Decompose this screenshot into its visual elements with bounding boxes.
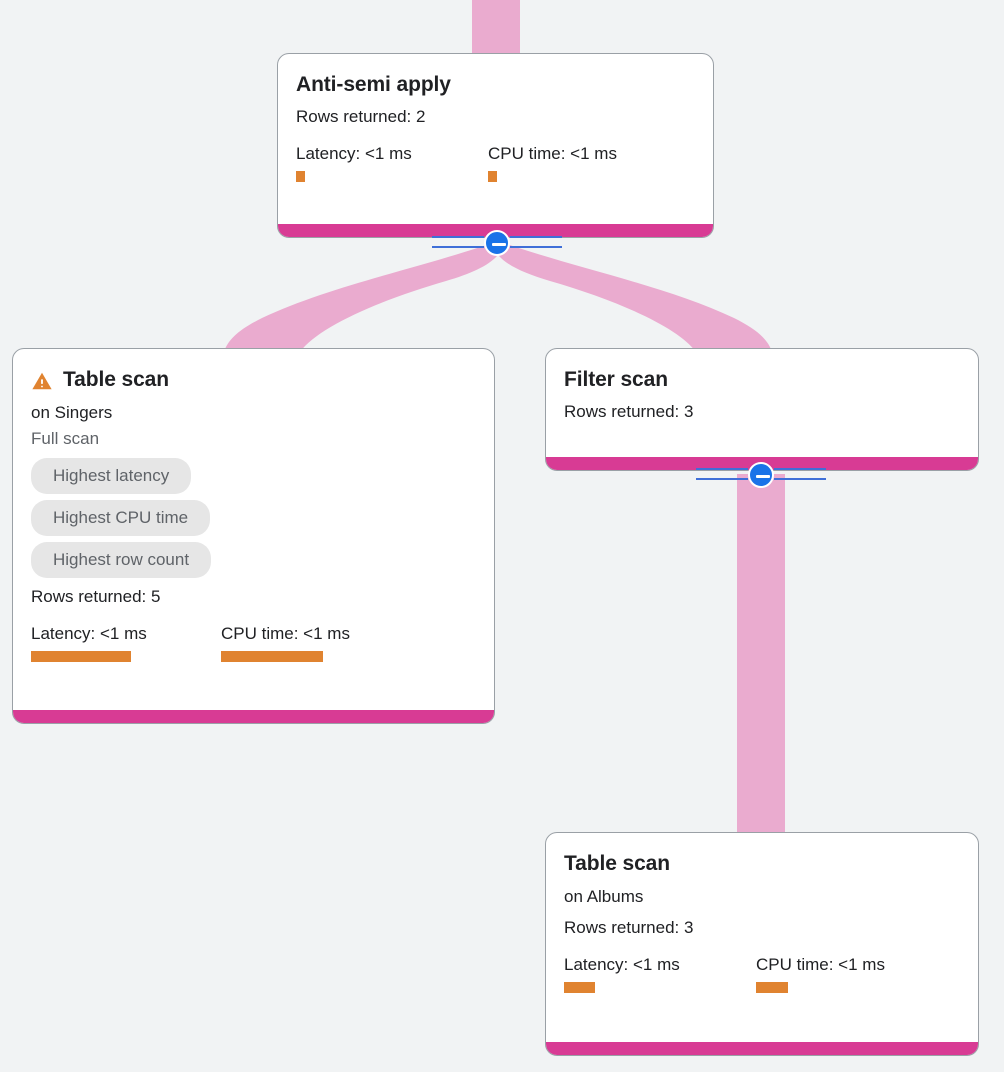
metric-cpu-time-label: CPU time: <1 ms xyxy=(488,144,617,163)
edge-root-to-table-scan-singers xyxy=(224,244,497,352)
node-title-row: Table scan xyxy=(31,367,476,393)
node-title: Table scan xyxy=(564,852,670,875)
edge-filter-scan-to-table-scan-albums xyxy=(737,474,785,836)
node-title-row: Filter scan xyxy=(564,367,960,393)
metric-latency-label: Latency: <1 ms xyxy=(564,955,680,974)
chip-highest-row-count[interactable]: Highest row count xyxy=(31,542,212,578)
node-metrics: Latency: <1 ms CPU time: <1 ms xyxy=(564,954,960,993)
node-body: Table scan on Singers Full scan Highest … xyxy=(13,349,494,710)
node-metrics: Latency: <1 ms CPU time: <1 ms xyxy=(31,623,476,662)
minus-circle-icon[interactable] xyxy=(484,230,510,256)
node-chip-list: Highest latency Highest CPU time Highest… xyxy=(31,458,476,578)
node-title-row: Table scan xyxy=(564,851,960,877)
node-rows-returned: Rows returned: 5 xyxy=(31,587,161,606)
metric-latency: Latency: <1 ms xyxy=(296,143,488,182)
node-metrics: Latency: <1 ms CPU time: <1 ms xyxy=(296,143,695,182)
plan-node-table-scan-singers[interactable]: Table scan on Singers Full scan Highest … xyxy=(12,348,495,724)
metric-cpu-time: CPU time: <1 ms xyxy=(221,623,350,662)
metric-cpu-time-bar xyxy=(221,651,323,662)
node-title: Table scan xyxy=(63,368,169,391)
node-rows-returned: Rows returned: 3 xyxy=(564,918,694,937)
plan-node-table-scan-albums[interactable]: Table scan on Albums Rows returned: 3 La… xyxy=(545,832,979,1056)
metric-latency: Latency: <1 ms xyxy=(31,623,221,662)
toggle-wing-left-icon xyxy=(696,465,748,485)
toggle-wing-left-icon xyxy=(432,233,484,253)
metric-cpu-time: CPU time: <1 ms xyxy=(488,143,617,182)
collapse-toggle-filter-scan[interactable] xyxy=(696,462,826,488)
plan-node-anti-semi-apply[interactable]: Anti-semi apply Rows returned: 2 Latency… xyxy=(277,53,714,238)
toggle-wing-right-icon xyxy=(510,233,562,253)
node-body: Table scan on Albums Rows returned: 3 La… xyxy=(546,833,978,1042)
node-subtitle: on Albums xyxy=(564,887,644,906)
warning-icon xyxy=(31,370,53,392)
metric-cpu-time-label: CPU time: <1 ms xyxy=(221,624,350,643)
metric-latency-bar xyxy=(296,171,305,182)
collapse-toggle-anti-semi-apply[interactable] xyxy=(432,230,562,256)
plan-node-filter-scan[interactable]: Filter scan Rows returned: 3 xyxy=(545,348,979,471)
node-body: Filter scan Rows returned: 3 xyxy=(546,349,978,457)
node-title: Filter scan xyxy=(564,368,668,391)
metric-cpu-time-bar xyxy=(488,171,497,182)
node-subtitle: on Singers xyxy=(31,403,113,422)
node-scan-type: Full scan xyxy=(31,429,100,448)
node-rows-returned: Rows returned: 3 xyxy=(564,402,694,421)
edge-root-to-filter-scan xyxy=(499,244,772,352)
metric-cpu-time-label: CPU time: <1 ms xyxy=(756,955,885,974)
metric-cpu-time: CPU time: <1 ms xyxy=(756,954,885,993)
node-rows-returned: Rows returned: 2 xyxy=(296,107,426,126)
metric-latency-label: Latency: <1 ms xyxy=(296,144,412,163)
metric-latency-bar xyxy=(31,651,131,662)
node-accent-bar xyxy=(546,1042,978,1055)
metric-latency: Latency: <1 ms xyxy=(564,954,756,993)
chip-highest-latency[interactable]: Highest latency xyxy=(31,458,192,494)
node-title: Anti-semi apply xyxy=(296,73,451,96)
metric-cpu-time-bar xyxy=(756,982,788,993)
node-accent-bar xyxy=(13,710,494,723)
chip-highest-cpu-time[interactable]: Highest CPU time xyxy=(31,500,211,536)
minus-circle-icon[interactable] xyxy=(748,462,774,488)
node-body: Anti-semi apply Rows returned: 2 Latency… xyxy=(278,54,713,224)
metric-latency-bar xyxy=(564,982,595,993)
node-title-row: Anti-semi apply xyxy=(296,72,695,98)
edge-incoming-root xyxy=(472,0,520,56)
metric-latency-label: Latency: <1 ms xyxy=(31,624,147,643)
toggle-wing-right-icon xyxy=(774,465,826,485)
